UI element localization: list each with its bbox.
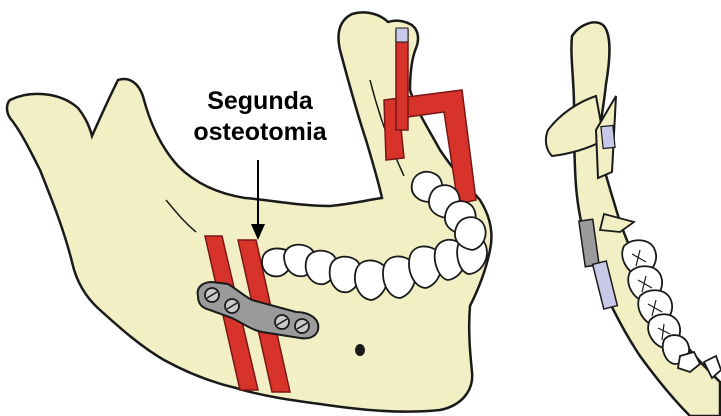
mandible-occlusal-view <box>546 22 721 416</box>
osteotomy-label: Segunda osteotomia <box>150 86 370 148</box>
occlusal-plate-lavender-2 <box>601 125 615 148</box>
occlusal-bone <box>571 22 720 416</box>
osteotomy-label-line1: Segunda <box>150 86 370 117</box>
mandible-lateral-view <box>7 12 492 411</box>
mental-foramen <box>355 344 365 356</box>
ramus-vertical-cut <box>396 30 408 130</box>
split-flap-3 <box>600 214 634 232</box>
ramus-cut-top-marker <box>396 28 408 42</box>
osteotomy-label-line2: osteotomia <box>150 117 370 148</box>
